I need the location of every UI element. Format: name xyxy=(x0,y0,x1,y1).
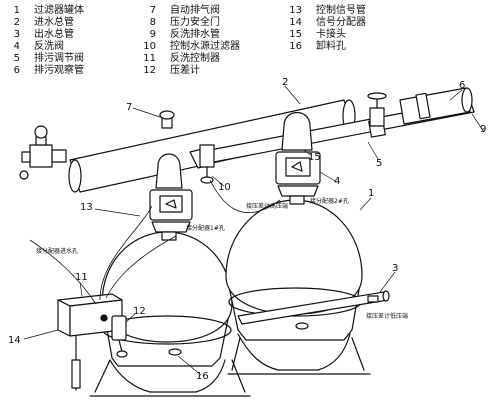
differential-pressure-gauge xyxy=(111,315,128,358)
callout-15: 15 xyxy=(308,152,321,163)
note-signal-dist-2: 接分配器2#孔 xyxy=(310,197,349,205)
callout-3: 3 xyxy=(392,263,398,274)
callout-16: 16 xyxy=(196,371,209,382)
discharge-hole-right xyxy=(295,322,309,330)
leader-lines xyxy=(23,85,485,376)
callout-11: 11 xyxy=(75,272,88,283)
note-low-pressure: 接压差计低压端 xyxy=(366,312,408,320)
callout-9: 9 xyxy=(480,124,486,135)
callout-10: 10 xyxy=(218,182,231,193)
note-high-pressure: 接压差计高压端 xyxy=(246,202,288,210)
pressure-safety-valve xyxy=(19,125,67,180)
backwash-controller xyxy=(57,293,123,337)
signal-distributor xyxy=(71,335,81,391)
outlet-header-pipe xyxy=(237,290,390,325)
backwash-valve-right xyxy=(275,111,321,205)
callout-5: 5 xyxy=(376,158,382,169)
control-water-filter xyxy=(199,144,215,184)
discharge-hole-left xyxy=(168,348,182,356)
auto-air-vent xyxy=(159,110,175,129)
callout-7: 7 xyxy=(126,102,132,113)
control-signal-tubes xyxy=(29,179,281,305)
callout-2: 2 xyxy=(282,77,288,88)
callout-14: 14 xyxy=(8,335,21,346)
callout-6: 6 xyxy=(459,80,465,91)
drain-observation-pipe xyxy=(399,87,473,125)
filter-tank-right xyxy=(225,199,371,375)
callout-1: 1 xyxy=(368,188,374,199)
callout-labels: 1 2 3 4 5 6 7 9 10 11 12 13 14 15 16 xyxy=(8,77,486,382)
callout-4: 4 xyxy=(334,176,340,187)
connection-notes: 接压差计高压端 接分配器2#孔 接分配器1#孔 接分配器进水孔 接压差计低压端 xyxy=(36,197,408,320)
note-signal-dist-inlet: 接分配器进水孔 xyxy=(36,247,78,255)
callout-12: 12 xyxy=(133,306,146,317)
note-signal-dist-1: 接分配器1#孔 xyxy=(186,224,225,232)
drain-regulating-valve xyxy=(367,92,387,127)
callout-13: 13 xyxy=(80,202,93,213)
